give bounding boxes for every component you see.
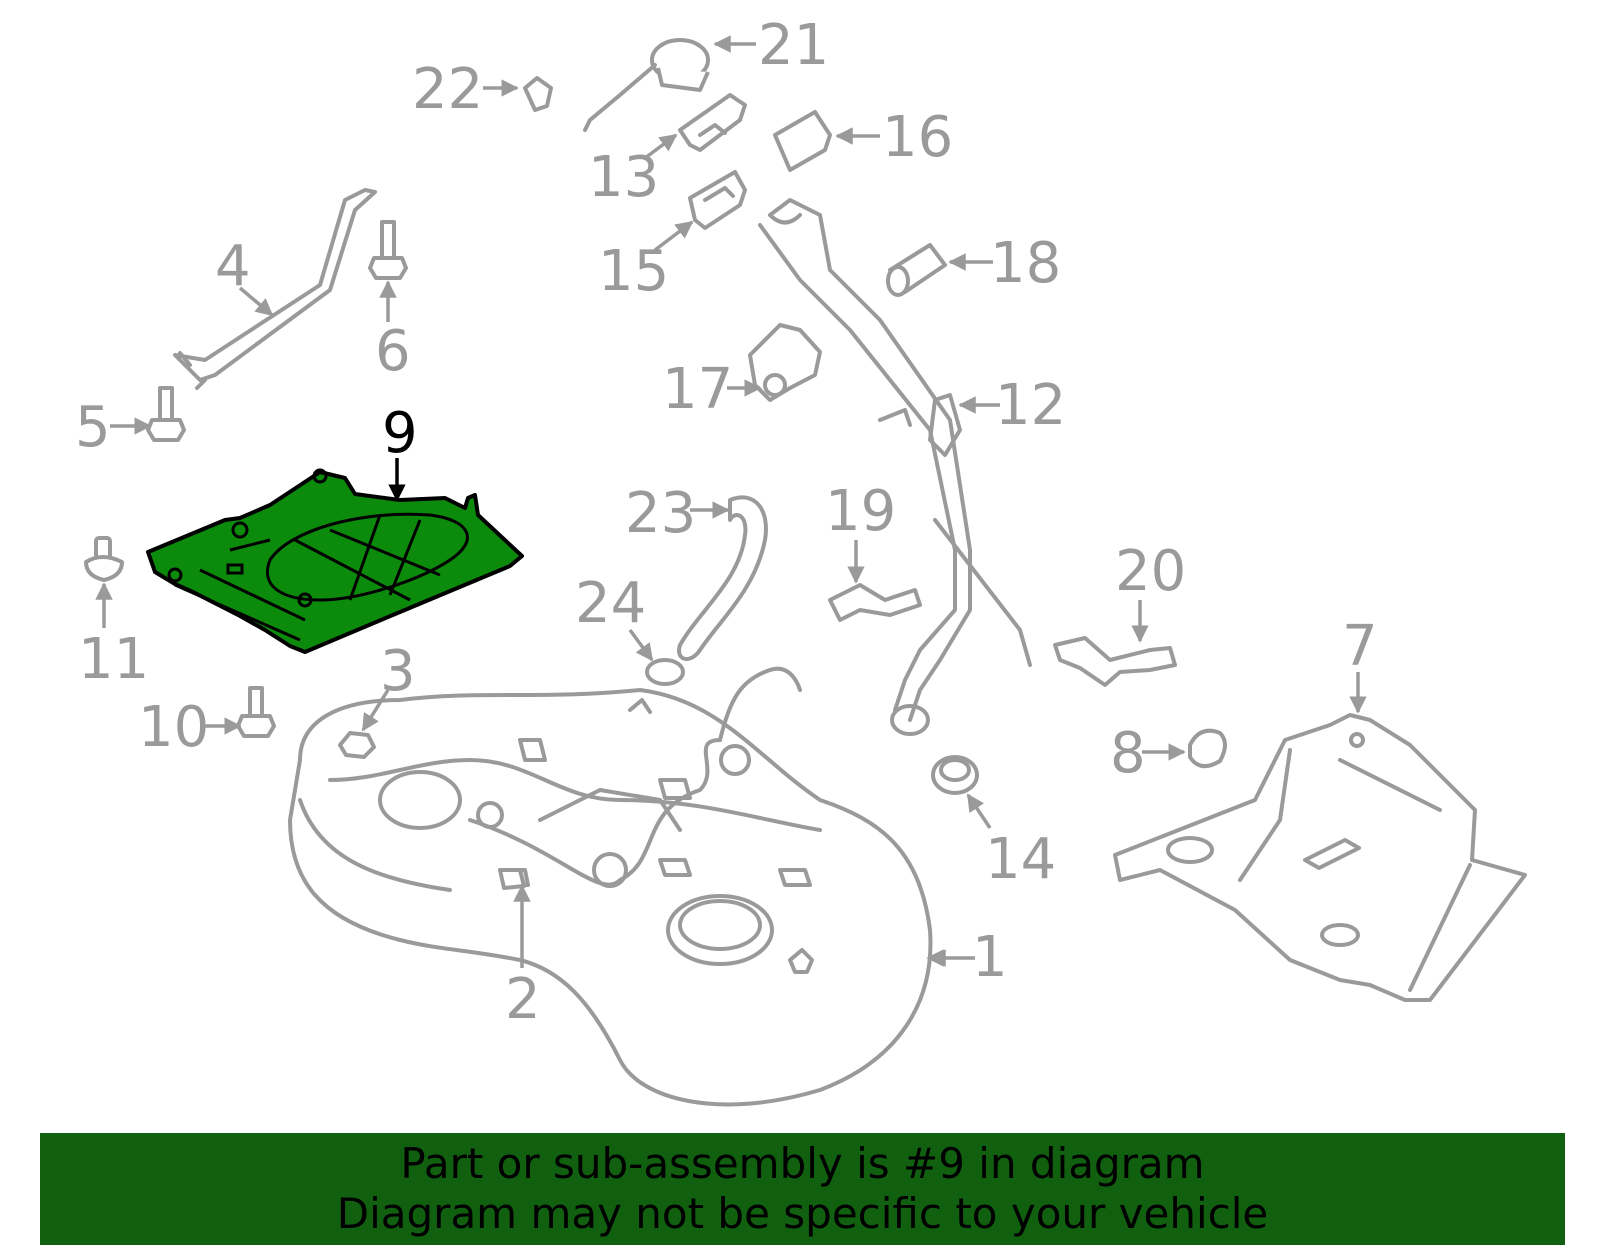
part-6-bolt [368, 220, 408, 280]
callout-20[interactable]: 20 [1115, 539, 1186, 604]
callout-10[interactable]: 10 [138, 695, 209, 760]
callout-2[interactable]: 2 [505, 967, 541, 1032]
callout-9[interactable]: 9 [382, 401, 418, 466]
part-14-clamp [931, 755, 979, 795]
part-16-pad [773, 110, 832, 172]
part-20-bracket [1053, 636, 1177, 687]
leader-lines [95, 35, 1367, 968]
part-2-clip [498, 868, 526, 890]
part-22-clip [523, 76, 553, 112]
callout-16[interactable]: 16 [882, 105, 953, 170]
callout-23[interactable]: 23 [625, 481, 696, 546]
callout-1[interactable]: 1 [972, 925, 1008, 990]
part-17-valve [748, 323, 822, 402]
part-12-filler-pipe [758, 198, 1032, 736]
part-13-housing [678, 93, 747, 152]
banner-line-1: Part or sub-assembly is #9 in diagram [400, 1139, 1205, 1188]
part-21-fuel-cap [583, 38, 710, 132]
callout-4[interactable]: 4 [215, 234, 251, 299]
part-8-clip [1188, 728, 1227, 769]
callout-15[interactable]: 15 [598, 239, 669, 304]
callout-18[interactable]: 18 [990, 231, 1061, 296]
part-1-fuel-tank [288, 666, 933, 1107]
part-24-clamp [645, 658, 685, 686]
part-18-sleeve [886, 243, 947, 297]
part-23-hose [677, 495, 768, 661]
parts-diagram: 1 2 3 4 5 6 7 8 9 10 11 12 13 14 15 16 1… [75, 13, 1527, 1107]
part-15-bracket [688, 170, 747, 230]
callout-19[interactable]: 19 [825, 479, 896, 544]
callout-24[interactable]: 24 [575, 571, 646, 636]
banner-line-2: Diagram may not be specific to your vehi… [336, 1189, 1269, 1238]
part-19-bracket [828, 583, 922, 622]
part-4-strap [173, 188, 377, 390]
callout-14[interactable]: 14 [985, 827, 1056, 892]
part-5-bolt [146, 386, 186, 442]
part-10-bolt [236, 686, 276, 738]
callout-5[interactable]: 5 [75, 395, 111, 460]
part-9-shield [146, 468, 524, 654]
part-3-nut [338, 731, 376, 759]
callout-17[interactable]: 17 [662, 357, 733, 422]
callout-6[interactable]: 6 [375, 319, 411, 384]
part-7-heat-shield [1113, 713, 1527, 1002]
callout-12[interactable]: 12 [995, 373, 1066, 438]
callout-22[interactable]: 22 [412, 57, 483, 122]
callout-labels: 1 2 3 4 5 6 7 8 9 10 11 12 13 14 15 16 1… [75, 13, 1378, 1032]
callout-11[interactable]: 11 [78, 627, 149, 692]
part-11-clip [84, 536, 124, 582]
info-banner: Part or sub-assembly is #9 in diagram Di… [40, 1133, 1565, 1245]
callout-13[interactable]: 13 [588, 145, 659, 210]
callout-8[interactable]: 8 [1110, 721, 1146, 786]
callout-7[interactable]: 7 [1342, 614, 1378, 679]
callout-3[interactable]: 3 [380, 639, 416, 704]
callout-21[interactable]: 21 [758, 13, 829, 78]
